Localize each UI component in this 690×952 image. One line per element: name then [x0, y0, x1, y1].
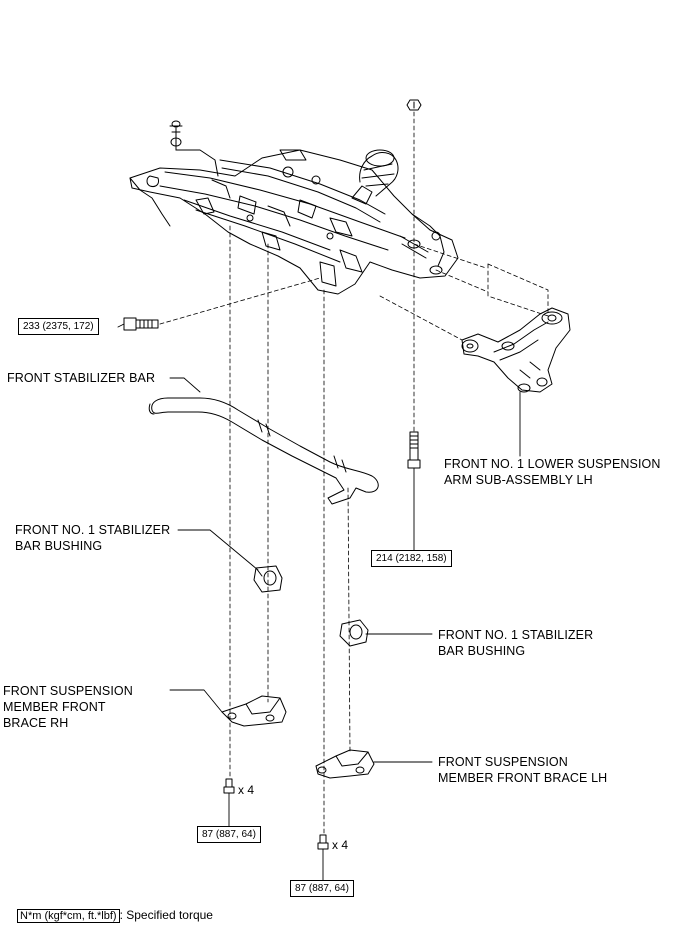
brace-rh-label-line3: BRACE RH	[3, 716, 69, 730]
torque-box-brace-lh-bolts: 87 (887, 64)	[290, 880, 354, 897]
front-suspension-crossmember-illustration	[129, 120, 459, 295]
brace-lh-illustration	[315, 749, 375, 779]
leader-lines	[117, 323, 521, 881]
torque-legend-text: : Specified torque	[119, 908, 213, 922]
brace-rh-illustration	[221, 695, 287, 727]
torque-box-arm-front-bolt: 233 (2375, 172)	[18, 318, 99, 335]
lower-arm-label-line1: FRONT NO. 1 LOWER SUSPENSION	[444, 457, 661, 471]
assembly-guide-lines	[159, 111, 415, 835]
torque-legend: N*m (kgf*cm, ft.*lbf): Specified torque	[17, 908, 213, 923]
brace-lh-label-line1: FRONT SUSPENSION	[438, 755, 568, 769]
brace-lh-bolt-illustration	[317, 834, 329, 850]
brace-rh-label-line2: MEMBER FRONT	[3, 700, 106, 714]
lower-suspension-arm-illustration	[461, 307, 571, 393]
torque-legend-unit-box: N*m (kgf*cm, ft.*lbf)	[17, 909, 120, 923]
lower-arm-label-line2: ARM SUB-ASSEMBLY LH	[444, 473, 593, 487]
front-stabilizer-bar-label: FRONT STABILIZER BAR	[7, 371, 156, 385]
brace-lh-bolt-quantity: x 4	[332, 838, 349, 852]
bushing-left-label-line2: BAR BUSHING	[15, 539, 103, 553]
arm-front-bolt-illustration	[123, 317, 159, 331]
arm-rear-bolt-illustration	[407, 431, 421, 469]
brace-rh-bolt-illustration	[223, 778, 235, 794]
brace-lh-label-line2: MEMBER FRONT BRACE LH	[438, 771, 608, 785]
torque-box-brace-rh-bolts: 87 (887, 64)	[197, 826, 261, 843]
arm-alignment-guides	[379, 243, 549, 341]
brace-rh-bolt-quantity: x 4	[238, 783, 255, 797]
bushing-right-label-line2: BAR BUSHING	[438, 644, 526, 658]
brace-rh-label-line1: FRONT SUSPENSION	[3, 684, 133, 698]
bushing-right-label-line1: FRONT NO. 1 STABILIZER	[438, 628, 594, 642]
stabilizer-bar-illustration	[148, 397, 379, 505]
bushing-left-label-line1: FRONT NO. 1 STABILIZER	[15, 523, 171, 537]
upper-nut-illustration	[406, 99, 422, 111]
bushing-right-illustration	[339, 619, 369, 647]
torque-box-arm-rear-bolt: 214 (2182, 158)	[371, 550, 452, 567]
